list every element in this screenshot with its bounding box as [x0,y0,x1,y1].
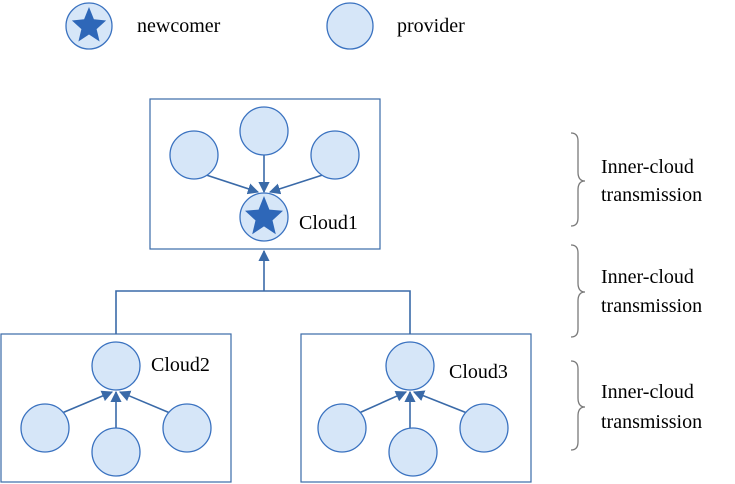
cloud3-label: Cloud3 [449,361,508,383]
cloud2-edge-right [118,390,171,414]
transmission-label-line2: transmission [601,411,702,433]
star-icon [245,196,283,235]
legend-newcomer-label: newcomer [137,15,221,37]
brace-icon [570,244,586,338]
legend-provider-label: provider [397,15,465,37]
inter-cloud-connectors [115,249,411,334]
brace-icon [570,132,586,227]
cloud1-provider-node-icon [239,106,289,156]
transmission-label-line2: transmission [601,295,702,317]
braces [570,132,586,451]
transmission-label-line1: Inner-cloud [601,266,694,288]
cloud3-edge-right [412,390,468,414]
cloud3-provider-node-icon [388,427,438,477]
cloud3-provider-node-icon [459,403,509,453]
cloud2-label: Cloud2 [151,354,210,376]
cloud2-provider-node-icon [162,403,212,453]
legend-newcomer: newcomer [65,2,221,50]
cloud2-provider-node-icon [91,427,141,477]
cloud1-label: Cloud1 [299,212,358,234]
star-icon [71,7,107,42]
legend-provider: provider [326,2,465,50]
transmission-label-line1: Inner-cloud [601,156,694,178]
cloud3-group: Cloud3 [300,333,532,483]
brace-icon [570,360,586,451]
cloud3-hub-node-icon [385,341,435,391]
cloud3-provider-node-icon [317,403,367,453]
cloud3-edge-left [358,390,408,414]
cloud2-provider-node-icon [20,403,70,453]
cloud1-group: Cloud1 [149,98,381,250]
cloud2-edge-left [61,390,114,414]
transmission-label-line1: Inner-cloud [601,381,694,403]
cloud2-hub-node-icon [91,341,141,391]
cloud1-provider-node-icon [310,130,360,180]
transmission-label-line2: transmission [601,184,702,206]
provider-legend-node-icon [326,2,374,50]
inter-cloud-connector [115,290,411,334]
cloud2-group: Cloud2 [0,333,232,483]
cloud1-provider-node-icon [169,130,219,180]
transmission-labels: Inner-cloud transmission Inner-cloud tra… [601,156,702,433]
legend: newcomer provider [65,2,465,50]
